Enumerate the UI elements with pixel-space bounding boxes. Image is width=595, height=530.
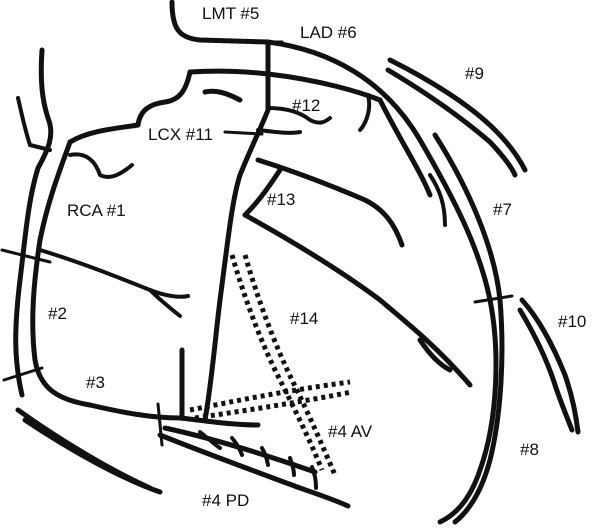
lad-branch-upper-2 [358,93,372,132]
av-dashed-2 [242,254,338,476]
sinus-node-branch [68,152,134,179]
pd-septal-3 [260,446,270,467]
label-pl: #14 [290,309,319,328]
rv-branch-2 [148,288,182,318]
lcx-upper [202,88,243,103]
tick-rca-2 [2,366,44,382]
pl-vessel [242,212,473,388]
label-rca: RCA #1 [67,201,126,220]
av-dashed-3 [189,379,351,413]
label-om: #13 [267,190,296,209]
label-av: #4 AV [328,422,373,441]
av-dashed-4 [194,389,353,421]
lmt-vessel [169,0,271,45]
rv-branch [38,248,190,299]
tick-rca-3 [156,402,164,447]
inferior-border [15,407,153,491]
diagonal-1-vessel [387,57,528,173]
lcx-vessel [202,39,271,423]
av-dashed-1 [229,254,325,471]
label-diagonal-1: #9 [465,64,484,83]
pd-vessel-2 [162,425,318,475]
aortic-root-outline [13,47,54,398]
label-lad-apex: #8 [520,440,539,459]
label-pd: #4 PD [202,491,250,510]
septal-branch-2 [256,128,302,135]
tick-lcx [223,130,264,136]
aorta-stub-2 [67,122,141,145]
rca-distal [87,402,261,428]
label-lad-mid: #7 [493,200,512,219]
rca-vessel [30,139,93,408]
pd-vessel [157,432,351,509]
tick-lad-7 [473,294,514,304]
diagonal-1-vessel-2 [385,67,518,178]
lad-branch-upper [377,97,433,198]
label-septal: #12 [292,96,321,115]
lv-border [432,132,505,525]
label-lcx: LCX #11 [148,125,213,144]
pl-vessel-branch [417,337,453,373]
label-lad: LAD #6 [300,23,357,42]
conus-branch-2 [28,143,52,152]
conus-branch [16,96,32,147]
aortic-root-inner [187,68,383,103]
om-vessel-inner [242,167,283,218]
tick-rca-1 [0,248,52,264]
diagonal-2-vessel-2 [517,307,575,433]
label-rca-mid: #2 [48,304,67,323]
pd-septal-4 [288,456,296,477]
label-rca-distal: #3 [86,373,105,392]
label-lmt: LMT #5 [202,4,260,23]
lad-branch-upper-3 [428,173,447,227]
pd-septal-5 [310,465,318,490]
septal-branch [266,106,332,125]
pd-septal-1 [198,430,222,450]
om-vessel [255,157,405,248]
inferior-border-2 [22,417,163,495]
lad-vessel [265,39,499,525]
pd-septal-2 [230,436,244,457]
aorta-stub [135,69,193,128]
diagonal-2-vessel [519,297,581,435]
label-diagonal-2: #10 [558,312,587,331]
